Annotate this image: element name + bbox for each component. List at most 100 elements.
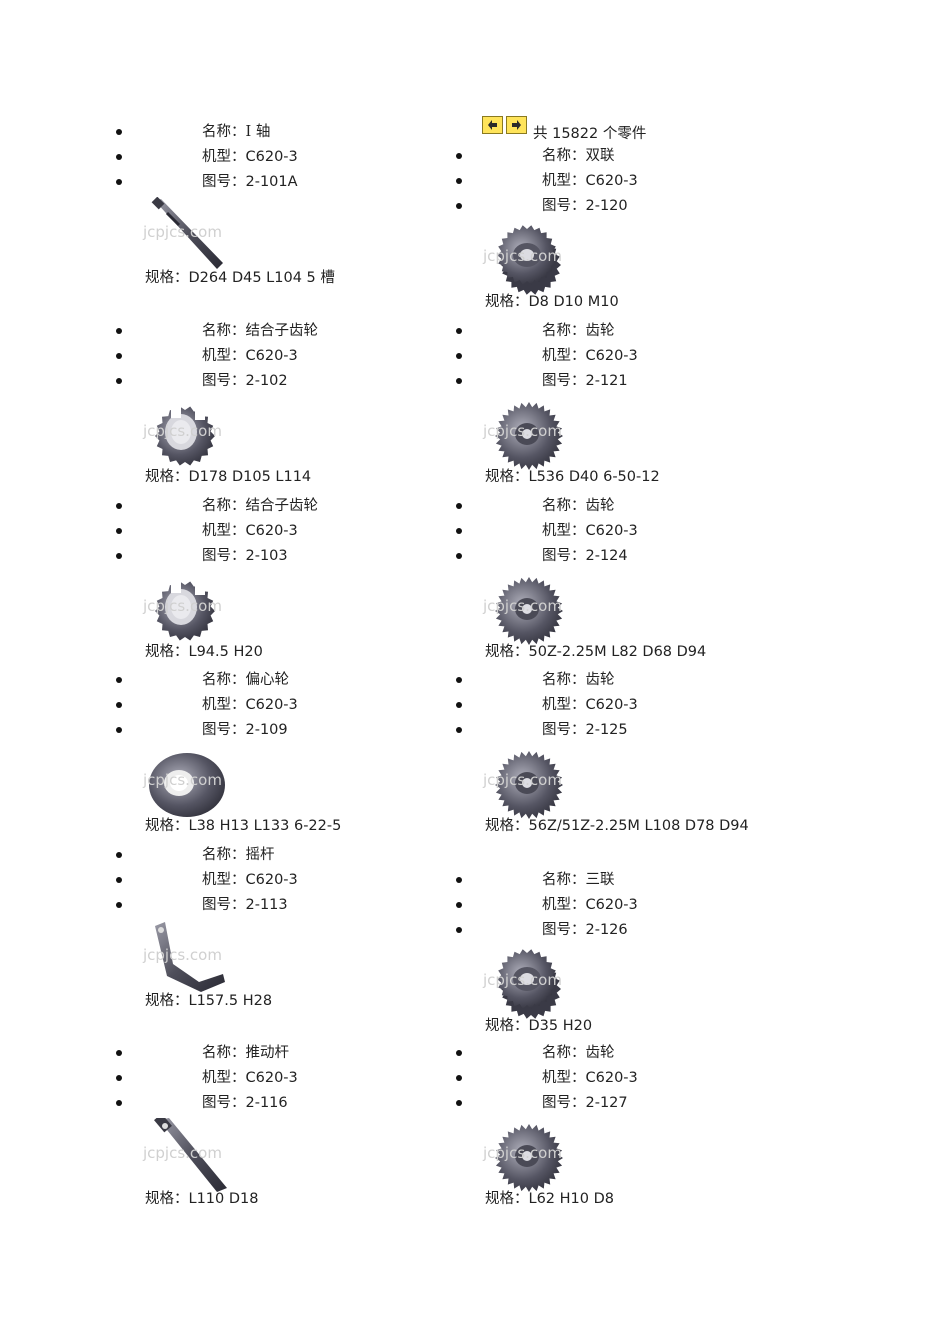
part-model-row: 机型：C620-3 <box>202 1066 298 1090</box>
field-label: 图号： <box>202 897 246 913</box>
part-drawing-row: 图号：2-120 <box>542 194 628 218</box>
part-spec: 规格：56Z/51Z-2.25M L108 D78 D94 <box>485 818 749 834</box>
bullet <box>116 1050 122 1056</box>
nav-buttons <box>482 116 527 134</box>
double-gear-icon[interactable]: jcpjcs.com <box>483 221 579 297</box>
part-name-row: 名称：三联 <box>542 868 615 892</box>
bullet <box>456 927 462 933</box>
field-label: 机型： <box>542 1070 586 1086</box>
eccentric-wheel-icon[interactable]: jcpjcs.com <box>143 745 239 821</box>
clutch-gear-icon[interactable]: jcpjcs.com <box>143 396 239 472</box>
watermark: jcpjcs.com <box>483 247 562 265</box>
part-model-row: 机型：C620-3 <box>202 344 298 368</box>
gear-icon[interactable]: jcpjcs.com <box>483 1118 579 1194</box>
field-value: 2-126 <box>585 922 628 938</box>
field-value: C620-3 <box>585 897 638 913</box>
part-model-row: 机型：C620-3 <box>202 519 298 543</box>
bullet <box>116 179 122 185</box>
part-name-row: 名称：摇杆 <box>202 843 275 867</box>
watermark: jcpjcs.com <box>143 223 222 241</box>
field-label: 图号： <box>542 722 586 738</box>
part-drawing-row: 图号：2-116 <box>202 1091 288 1115</box>
bullet <box>456 328 462 334</box>
part-drawing-row: 图号：2-124 <box>542 544 628 568</box>
field-label: 机型： <box>202 149 246 165</box>
field-label: 机型： <box>202 348 246 364</box>
next-page-icon[interactable] <box>506 116 527 134</box>
bullet <box>456 153 462 159</box>
gear-icon[interactable]: jcpjcs.com <box>483 571 579 647</box>
part-drawing-row: 图号：2-103 <box>202 544 288 568</box>
field-value: C620-3 <box>245 348 298 364</box>
rocker-icon[interactable]: jcpjcs.com <box>143 920 239 996</box>
field-value: 齿轮 <box>585 498 615 514</box>
field-label: 机型： <box>542 897 586 913</box>
prev-page-icon[interactable] <box>482 116 503 134</box>
field-value: C620-3 <box>245 149 298 165</box>
shaft-icon[interactable]: jcpjcs.com <box>143 196 239 273</box>
bullet <box>456 503 462 509</box>
field-value: 三联 <box>585 872 615 888</box>
part-model-row: 机型：C620-3 <box>542 519 638 543</box>
field-label: 名称： <box>202 498 246 514</box>
part-model-row: 机型：C620-3 <box>542 344 638 368</box>
bullet <box>456 203 462 209</box>
part-name-row: 名称：推动杆 <box>202 1041 289 1065</box>
field-value: 推动杆 <box>245 1045 290 1061</box>
part-spec: 规格：L110 D18 <box>145 1191 259 1207</box>
watermark: jcpjcs.com <box>483 422 562 440</box>
clutch-gear-icon[interactable]: jcpjcs.com <box>143 571 239 647</box>
field-label: 图号： <box>542 198 586 214</box>
watermark: jcpjcs.com <box>143 946 222 964</box>
field-label: 图号： <box>542 548 586 564</box>
gear-icon[interactable]: jcpjcs.com <box>483 396 579 472</box>
field-label: 图号： <box>202 548 246 564</box>
field-label: 名称： <box>202 124 246 140</box>
watermark: jcpjcs.com <box>483 971 562 989</box>
field-label: 机型： <box>202 697 246 713</box>
part-model-row: 机型：C620-3 <box>542 893 638 917</box>
bullet <box>456 902 462 908</box>
field-label: 名称： <box>202 672 246 688</box>
watermark: jcpjcs.com <box>483 597 562 615</box>
field-value: 双联 <box>585 148 615 164</box>
field-label: 图号： <box>202 722 246 738</box>
field-label: 机型： <box>202 1070 246 1086</box>
field-label: 机型： <box>202 523 246 539</box>
part-drawing-row: 图号：2-113 <box>202 893 288 917</box>
part-model-row: 机型：C620-3 <box>202 145 298 169</box>
part-spec: 规格：L38 H13 L133 6-22-5 <box>145 818 342 834</box>
push-rod-icon[interactable]: jcpjcs.com <box>143 1113 239 1194</box>
part-drawing-row: 图号：2-126 <box>542 918 628 942</box>
watermark: jcpjcs.com <box>483 771 562 789</box>
bullet <box>456 677 462 683</box>
field-value: C620-3 <box>585 1070 638 1086</box>
bullet <box>456 178 462 184</box>
field-value: 齿轮 <box>585 672 615 688</box>
field-label: 名称： <box>542 498 586 514</box>
total-parts-count: 共 15822 个零件 <box>533 126 647 142</box>
part-spec: 规格：D35 H20 <box>485 1018 593 1034</box>
bullet <box>116 528 122 534</box>
field-label: 名称： <box>202 847 246 863</box>
field-value: 齿轮 <box>585 323 615 339</box>
part-spec: 规格：50Z-2.25M L82 D68 D94 <box>485 644 707 660</box>
field-label: 图号： <box>542 1095 586 1111</box>
part-spec: 规格：D178 D105 L114 <box>145 469 312 485</box>
field-value: C620-3 <box>585 348 638 364</box>
watermark: jcpjcs.com <box>143 1144 222 1162</box>
field-label: 机型： <box>542 697 586 713</box>
triple-gear-icon[interactable]: jcpjcs.com <box>483 945 579 1021</box>
field-value: C620-3 <box>245 523 298 539</box>
part-drawing-row: 图号：2-125 <box>542 718 628 742</box>
gear-icon[interactable]: jcpjcs.com <box>483 745 579 821</box>
part-drawing-row: 图号：2-101A <box>202 170 298 194</box>
field-label: 名称： <box>542 323 586 339</box>
bullet <box>456 378 462 384</box>
bullet <box>116 902 122 908</box>
bullet <box>456 1100 462 1106</box>
bullet <box>456 1050 462 1056</box>
part-drawing-row: 图号：2-121 <box>542 369 628 393</box>
bullet <box>116 1100 122 1106</box>
part-name-row: 名称：齿轮 <box>542 1041 615 1065</box>
